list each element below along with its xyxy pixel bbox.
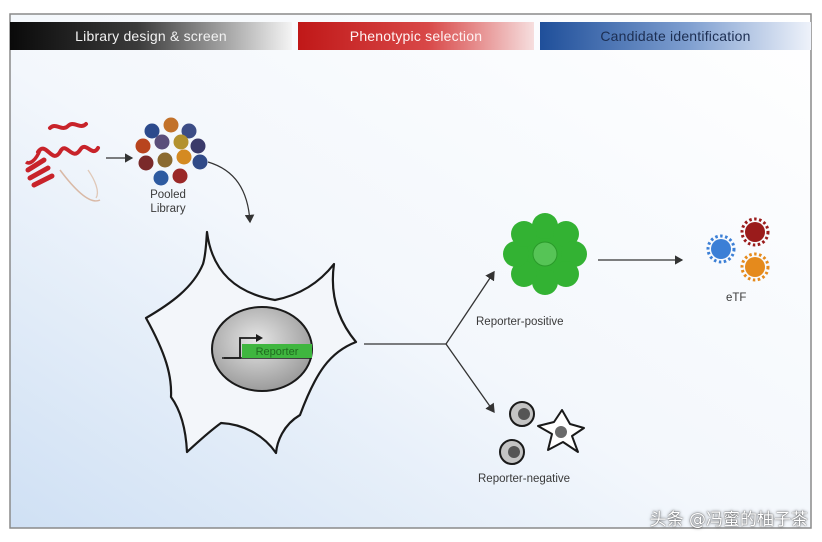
arrow-library-to-cell — [207, 161, 255, 224]
reporter-gene-box — [242, 344, 312, 358]
reporter-positive-cell — [503, 213, 587, 295]
etf-molecules — [706, 217, 770, 282]
pooled-library-label-line2: Library — [150, 203, 186, 215]
tab-phenotypic-selection: Phenotypic selection — [298, 22, 534, 50]
etf-label: eTF — [726, 292, 747, 304]
tab-library-design-screen: Library design & screen — [10, 22, 292, 50]
reporter-positive-label: Reporter-positive — [476, 316, 564, 328]
protein-icon — [24, 122, 101, 202]
pooled-library-label-line1: Pooled — [150, 189, 186, 201]
reporter-negative-label: Reporter-negative — [478, 473, 571, 485]
tab-candidate-label: Candidate identification — [600, 28, 751, 44]
reporter-gene-label: Reporter — [256, 346, 299, 358]
etf-red-molecule — [740, 217, 770, 247]
etf-orange-molecule — [740, 252, 770, 282]
selection-branch — [364, 270, 495, 414]
tab-library-label: Library design & screen — [75, 28, 227, 44]
reporter-negative-cells — [499, 401, 585, 465]
etf-blue-molecule — [706, 234, 736, 264]
pooled-library-icon — [135, 117, 208, 186]
watermark: 头条 @冯蜜的柚子茶 — [649, 510, 808, 530]
promoter-arrowhead-icon — [256, 334, 263, 342]
tab-phenotypic-label: Phenotypic selection — [349, 28, 483, 44]
tab-candidate-identification: Candidate identification — [540, 22, 811, 50]
